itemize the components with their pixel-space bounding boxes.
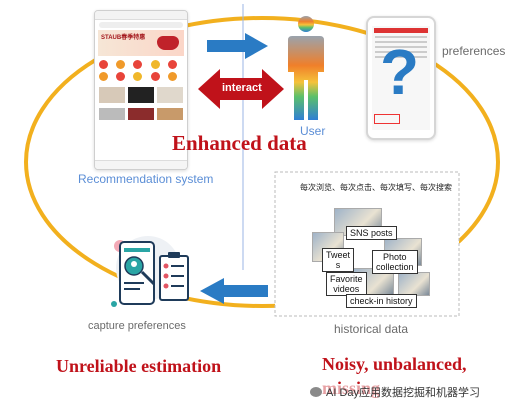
- arrow-right-icon: [207, 33, 268, 59]
- product-thumb: [99, 87, 125, 103]
- tag-tweets: Tweet s: [322, 248, 355, 272]
- phone-screen: [372, 26, 430, 130]
- app-banner-text: STAUB春季特惠: [101, 35, 146, 41]
- pot-icon: [157, 36, 179, 50]
- interact-double-arrow-icon: [198, 69, 284, 109]
- historical-panel-header: 每次浏览、每次点击、每次填写、每次搜索: [300, 183, 452, 192]
- label-noisy-unbalanced: Noisy, unbalanced,: [322, 354, 467, 374]
- product-thumb: [157, 108, 183, 120]
- category-icon: [133, 72, 143, 81]
- label-interact: interact: [222, 82, 262, 94]
- tag-checkin-history: check-in history: [346, 294, 417, 308]
- preferences-phone-screenshot: ?: [366, 16, 436, 140]
- tag-tweets-line1: Tweet: [326, 250, 351, 260]
- capture-preferences-illustration: [111, 236, 189, 307]
- screen-line: [375, 36, 427, 38]
- tag-sns-posts: SNS posts: [346, 226, 397, 240]
- screen-line: [375, 41, 427, 43]
- label-historical-data: historical data: [334, 322, 409, 336]
- label-recommendation-system: Recommendation system: [78, 172, 214, 186]
- category-icon: [99, 72, 108, 81]
- arrow-left-icon: [200, 278, 268, 304]
- question-mark-icon: ?: [380, 36, 420, 108]
- label-user: User: [300, 124, 326, 138]
- highlight-box: [374, 114, 400, 124]
- category-icon: [167, 60, 177, 69]
- label-preferences: preferences: [442, 44, 506, 58]
- category-icon: [167, 72, 177, 81]
- tag-favorite-line1: Favorite: [330, 274, 363, 284]
- cycle-ring: [24, 16, 500, 308]
- tag-favorite-line2: videos: [333, 284, 360, 294]
- label-enhanced-data: Enhanced data: [172, 131, 307, 155]
- label-capture-preferences: capture preferences: [88, 320, 186, 332]
- user-figure-icon: [288, 16, 324, 120]
- category-icon: [99, 60, 108, 69]
- recommendation-app-screenshot: STAUB春季特惠: [94, 10, 188, 170]
- wechat-icon: [310, 387, 322, 397]
- app-search-bar: [99, 22, 183, 28]
- watermark-text: AI Day应用数据挖掘和机器学习: [326, 387, 481, 399]
- tag-photo-line1: Photo: [383, 252, 407, 262]
- label-unreliable-estimation: Unreliable estimation: [56, 356, 222, 376]
- product-thumb: [157, 87, 183, 103]
- screen-line: [375, 51, 427, 53]
- screen-line: [375, 56, 427, 58]
- app-banner: STAUB春季特惠: [98, 30, 184, 56]
- app-tab-bar: [95, 160, 187, 169]
- product-thumb: [128, 87, 154, 103]
- watermark: AI Day应用数据挖掘和机器学习: [310, 384, 481, 400]
- category-icon: [150, 72, 160, 81]
- tag-tweets-line2: s: [335, 260, 341, 270]
- app-product-row: [95, 84, 187, 106]
- app-icon-grid: [95, 57, 187, 84]
- product-thumb: [99, 108, 125, 120]
- category-icon: [150, 60, 160, 69]
- app-status-bar: [95, 11, 187, 20]
- tag-photo-line2: collection: [376, 262, 414, 272]
- app-product-row: [95, 106, 187, 122]
- category-icon: [116, 72, 126, 81]
- screen-header: [374, 28, 428, 33]
- data-thumbnail: [398, 272, 430, 296]
- screen-line: [375, 46, 427, 48]
- category-icon: [133, 60, 143, 69]
- tag-favorite-videos: Favorite videos: [326, 272, 367, 296]
- category-icon: [116, 60, 126, 69]
- product-thumb: [128, 108, 154, 120]
- tag-photo-collection: Photo collection: [372, 250, 418, 274]
